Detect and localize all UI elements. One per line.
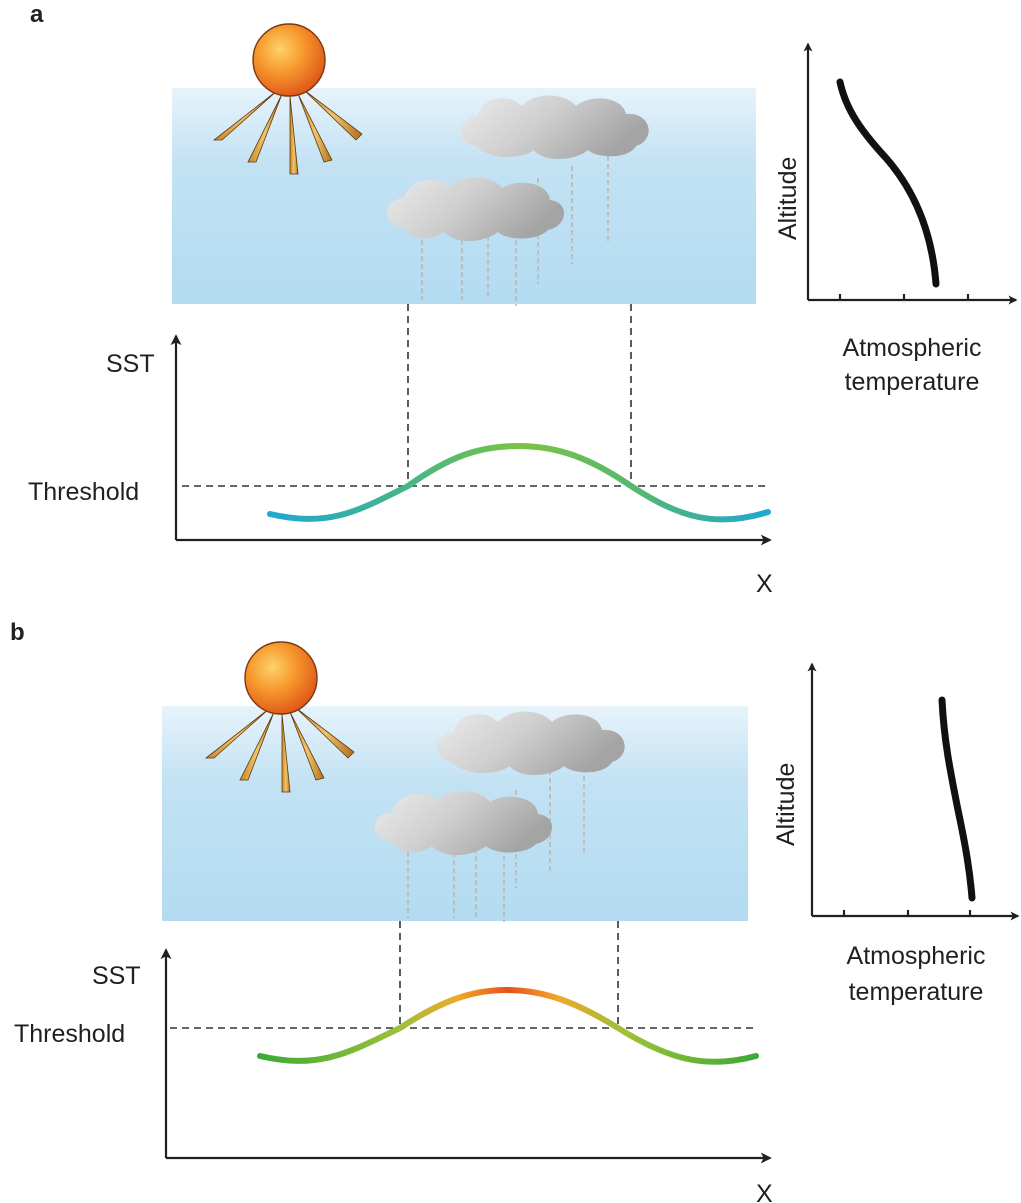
panel-a-sun-icon [212,23,363,175]
panel-a-threshold-label: Threshold [28,478,139,506]
panel-a-altitude-label: Altitude [774,157,802,240]
panel-b-profile-x-label-1: Atmospheric [847,942,986,970]
panel-b-temperature-profile [938,696,976,902]
panel-a-sst-curve [267,442,771,523]
panel-b-sun-icon [204,641,355,793]
panel-b-sst-curve [257,986,759,1065]
panel-b-sst-label: SST [92,962,141,990]
panel-a-temperature-profile [836,78,940,288]
panel-b-altitude-label: Altitude [772,763,800,846]
panel-b-x-label: X [756,1180,773,1203]
panel-b-letter: b [10,619,25,646]
panel-a-profile-x-label-2: temperature [845,368,980,396]
panel-a-profile-x-label-1: Atmospheric [843,334,982,362]
panel-b: b [10,619,1020,1203]
panel-a: a [28,1,1018,598]
panel-a-sst-label: SST [106,350,155,378]
panel-b-threshold-label: Threshold [14,1020,125,1048]
panel-a-letter: a [30,1,44,28]
panel-a-x-label: X [756,570,773,598]
panel-b-profile-x-label-2: temperature [849,978,984,1006]
